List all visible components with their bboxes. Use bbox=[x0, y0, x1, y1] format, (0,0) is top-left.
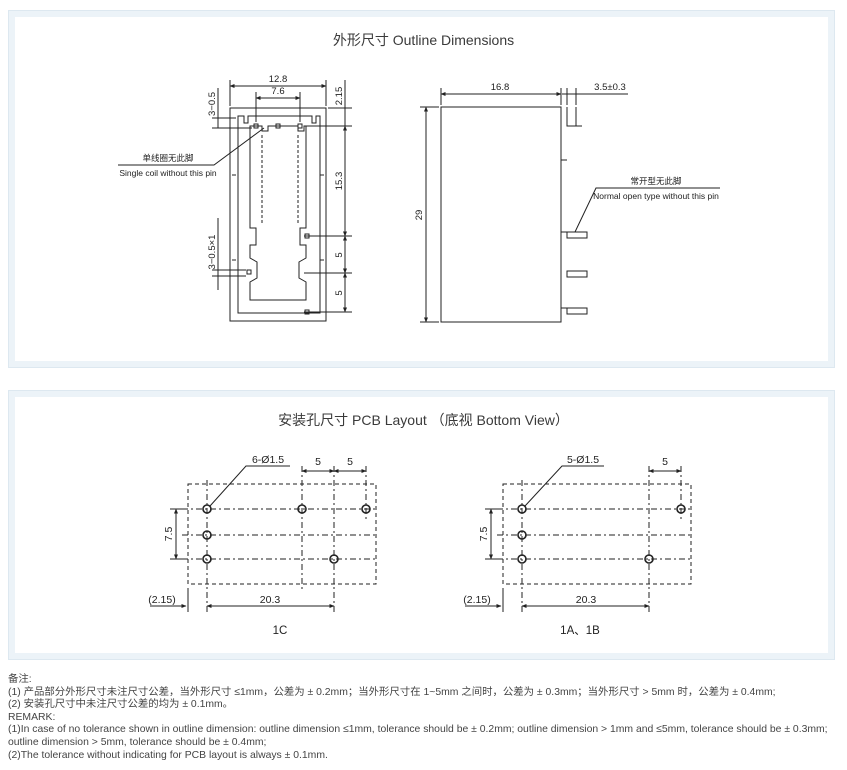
pcb-1c-hole bbox=[329, 554, 339, 564]
dim-top-offset: 2.15 bbox=[334, 87, 345, 106]
pcb-layout-panel bbox=[8, 390, 835, 660]
pcb-1a-hole bbox=[676, 504, 686, 514]
dim-pitch-2: 5 bbox=[334, 290, 345, 295]
pcb-1a-offset: (2.15) bbox=[463, 594, 490, 606]
remarks-header-en: REMARK: bbox=[8, 711, 56, 723]
side-callout-en: Normal open type without this pin bbox=[593, 191, 719, 201]
pcb-1c-labels: 6-Ø1.5 5 5 7.5 (2.15) 20.3 1C bbox=[148, 454, 353, 637]
remarks-line1-cn: (1) 产品部分外形尺寸未注尺寸公差，当外形尺寸 ≤1mm，公差为 ± 0.2m… bbox=[8, 686, 776, 698]
side-pin-3 bbox=[566, 270, 588, 278]
pcb-1c-pitch-b: 5 bbox=[347, 456, 353, 468]
remarks-header-cn: 备注: bbox=[8, 674, 32, 685]
dim-pin-offset: 3.5±0.3 bbox=[594, 82, 626, 93]
remarks-line1-en: (1)In case of no tolerance shown in outl… bbox=[8, 724, 828, 736]
dim-top-left: 3−0.5 bbox=[207, 92, 218, 116]
front-pin-2 bbox=[275, 123, 281, 129]
pcb-1c-hole bbox=[202, 554, 212, 564]
pcb-1c-pitch-a: 5 bbox=[315, 456, 321, 468]
front-pin-1 bbox=[253, 123, 259, 129]
dim-depth: 16.8 bbox=[491, 82, 510, 93]
pcb-1a-hole-leader bbox=[524, 465, 604, 507]
side-body-outline bbox=[440, 106, 562, 323]
pcb-1c-hole bbox=[202, 504, 212, 514]
dim-pitch-1: 5 bbox=[334, 252, 345, 257]
pcb-layout-title: 安装孔尺寸 PCB Layout （底视 Bottom View） bbox=[278, 412, 569, 428]
pcb-1a-row-spacing: 7.5 bbox=[478, 527, 490, 542]
pcb-1c-outline bbox=[187, 483, 377, 585]
pcb-1c-row-spacing: 7.5 bbox=[163, 527, 175, 542]
side-pin-top bbox=[566, 107, 582, 127]
front-body-outline bbox=[229, 107, 327, 322]
dim-coil-height: 15.3 bbox=[334, 172, 345, 191]
front-callout-cn: 单线圈无此脚 bbox=[142, 153, 193, 163]
remarks: 备注: (1) 产品部分外形尺寸未注尺寸公差，当外形尺寸 ≤1mm，公差为 ± … bbox=[8, 674, 838, 762]
pcb-1c-hole bbox=[361, 504, 371, 514]
dim-width-inner: 7.6 bbox=[271, 86, 284, 97]
pcb-1c-offset: (2.15) bbox=[148, 594, 175, 606]
pcb-1a-span: 20.3 bbox=[576, 594, 597, 606]
side-callout-leader bbox=[574, 187, 720, 233]
pcb-1c-label: 1C bbox=[273, 625, 288, 637]
outline-dimensions-panel bbox=[8, 10, 835, 368]
front-view bbox=[118, 80, 352, 322]
pcb-1a-hole bbox=[644, 554, 654, 564]
pcb-1a-labels: 5-Ø1.5 5 7.5 (2.15) 20.3 1A、1B bbox=[463, 454, 668, 637]
front-inner-frame bbox=[237, 115, 321, 314]
outline-dimensions-title: 外形尺寸 Outline Dimensions bbox=[332, 32, 515, 48]
pcb-1c-hole bbox=[297, 504, 307, 514]
pcb-1a-label: 1A、1B bbox=[560, 625, 600, 637]
side-callout-cn: 常开型无此脚 bbox=[630, 176, 681, 186]
side-view bbox=[420, 88, 720, 323]
front-view-labels: 12.8 7.6 2.15 15.3 5 5 3−0.5 3−0.5×1 单线圈… bbox=[119, 74, 345, 296]
pcb-1a-holes-label: 5-Ø1.5 bbox=[567, 454, 599, 466]
pcb-1c-hole-leader bbox=[209, 465, 290, 507]
outline-dimensions-canvas bbox=[15, 17, 828, 361]
front-callout-leader bbox=[118, 127, 265, 166]
pcb-layout-1a-1b bbox=[465, 465, 692, 612]
pcb-1a-hole bbox=[517, 530, 527, 540]
front-pin-3 bbox=[297, 123, 303, 129]
coil-outline bbox=[249, 125, 307, 301]
remarks-line2-en: (2)The tolerance without indicating for … bbox=[8, 749, 328, 761]
front-callout-en: Single coil without this pin bbox=[119, 168, 217, 178]
dim-height: 29 bbox=[414, 210, 425, 221]
side-pin-2 bbox=[566, 231, 588, 239]
pcb-1a-hole bbox=[517, 554, 527, 564]
remarks-line2-cn: (2) 安装孔尺寸中未注尺寸公差的均为 ± 0.1mm。 bbox=[8, 699, 234, 711]
pcb-layout-canvas bbox=[15, 397, 828, 653]
remarks-line1-en-cont: outline dimension > 5mm, tolerance shoul… bbox=[8, 736, 267, 748]
pcb-1a-pitch: 5 bbox=[662, 456, 668, 468]
side-view-labels: 16.8 3.5±0.3 29 常开型无此脚 Normal open type … bbox=[414, 82, 719, 220]
pcb-layout-1c bbox=[150, 465, 377, 612]
dim-width-overall: 12.8 bbox=[269, 74, 288, 85]
pcb-1a-outline bbox=[502, 483, 692, 585]
pcb-1c-holes-label: 6-Ø1.5 bbox=[252, 454, 284, 466]
front-pin-5 bbox=[246, 269, 252, 275]
pcb-1a-hole bbox=[517, 504, 527, 514]
pcb-1c-span: 20.3 bbox=[260, 594, 281, 606]
pcb-1c-hole bbox=[202, 530, 212, 540]
side-pin-4 bbox=[566, 307, 588, 315]
dim-left-lower: 3−0.5×1 bbox=[207, 235, 218, 270]
